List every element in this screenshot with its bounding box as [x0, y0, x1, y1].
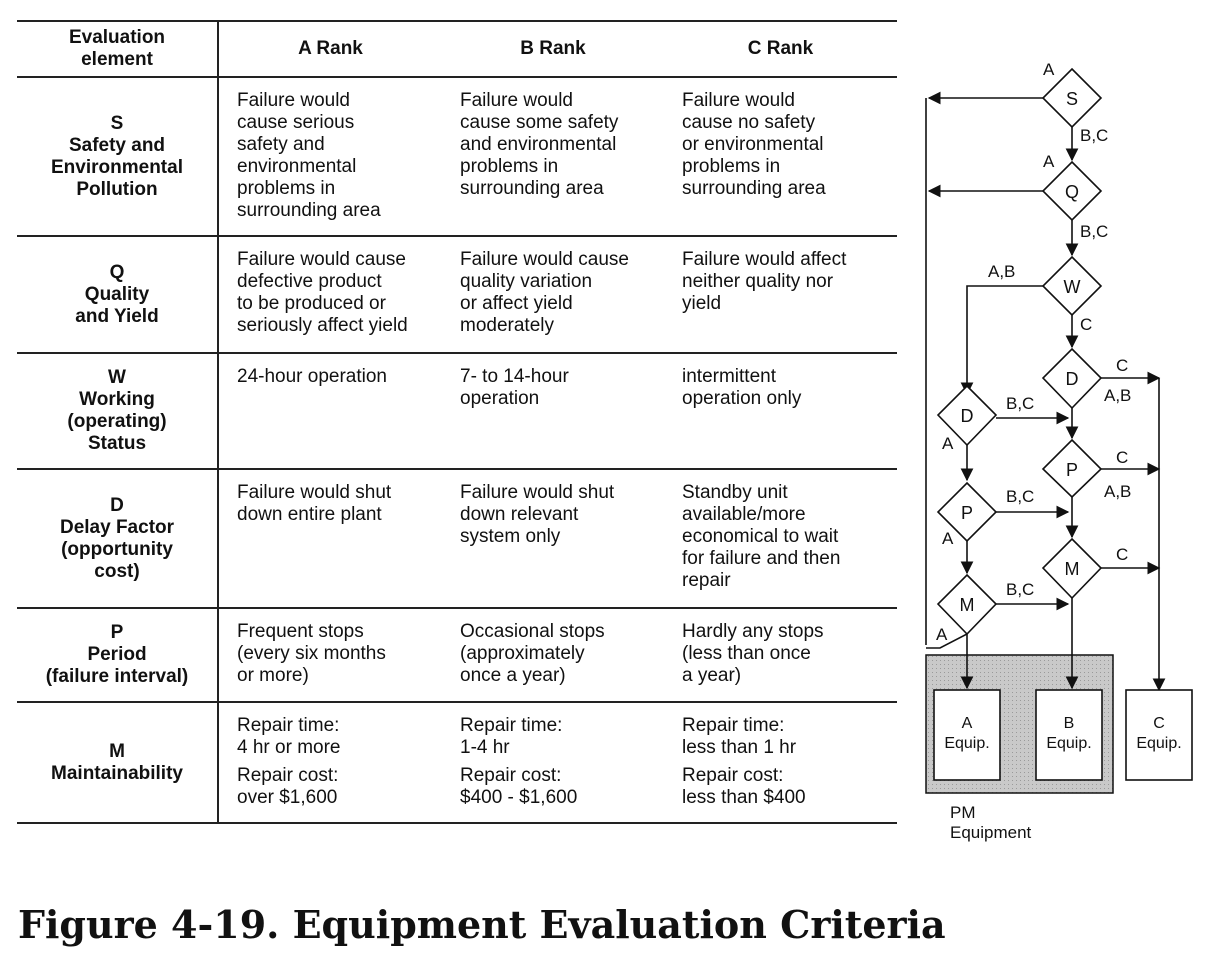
cell-safety-a: Failure would cause serious safety and e… — [237, 90, 381, 221]
cell-safety-b: Failure would cause some safety and envi… — [460, 90, 619, 199]
node-d-left-label: D — [961, 406, 974, 426]
element-name: Maintainability — [51, 762, 183, 784]
decision-p-left-diamond — [936, 481, 998, 543]
edge-label-s-a: A — [1043, 60, 1055, 79]
repair-time: Repair time: 1-4 hr — [460, 715, 563, 758]
element-safety: S Safety and Environmental Pollution — [17, 77, 219, 236]
a-equipment-box — [933, 689, 1001, 781]
cell-period-b: Occasional stops (approximately once a y… — [460, 621, 605, 686]
b-equipment-box — [1035, 689, 1103, 781]
node-q-label: Q — [1065, 182, 1079, 202]
figure-caption: Figure 4-19. Equipment Evaluation Criter… — [18, 902, 946, 947]
element-code: S — [110, 112, 124, 134]
cell-maintainability-c: Repair time: less than 1 hr Repair cost:… — [664, 702, 897, 823]
element-code: M — [109, 740, 125, 762]
edge-label-dr-ab: A,B — [1104, 386, 1131, 405]
repair-cost: Repair cost: over $1,600 — [237, 765, 339, 808]
evaluation-flowchart: S Q W D D P P M M A B,C A B,C A,B C C A,… — [925, 60, 1193, 842]
decision-q-diamond — [1041, 160, 1103, 222]
repair-time: Repair time: less than 1 hr — [682, 715, 797, 758]
cell-maintainability-b: Repair time: 1-4 hr Repair cost: $400 - … — [442, 702, 664, 823]
element-name: Quality and Yield — [75, 283, 159, 327]
decision-d-left-diamond — [936, 384, 998, 447]
element-name: Period (failure interval) — [45, 644, 189, 687]
cell-delay-b: Failure would shut down relevant system … — [460, 482, 615, 547]
node-p-left-label: P — [961, 503, 973, 523]
row-delay: D Delay Factor (opportunity cost) Failur… — [17, 469, 897, 608]
cell-delay-a: Failure would shut down entire plant — [237, 482, 392, 525]
node-m-left-label: M — [960, 595, 975, 615]
edge-label-mr-c: C — [1116, 545, 1128, 564]
row-working: W Working (operating) Status 24-hour ope… — [17, 353, 897, 469]
edge-label-pl-a: A — [942, 529, 954, 548]
element-code: Q — [109, 261, 125, 283]
edge-label-pl-bc: B,C — [1006, 487, 1034, 506]
repair-cost: Repair cost: less than $400 — [682, 765, 806, 808]
cell-quality-b: Failure would cause quality variation or… — [460, 249, 629, 336]
decision-m-left-diamond — [936, 573, 998, 636]
header-row: Evaluation element A Rank B Rank C Rank — [17, 20, 897, 78]
edge-label-q-a: A — [1043, 152, 1055, 171]
flow-connectors — [925, 91, 1166, 692]
decision-w-diamond — [1041, 255, 1103, 317]
edge-label-pr-ab: A,B — [1104, 482, 1131, 501]
edge-label-w-ab: A,B — [988, 262, 1015, 281]
element-name: Delay Factor (opportunity cost) — [59, 516, 175, 582]
element-code: W — [108, 367, 126, 388]
edge-label-ml-a: A — [936, 625, 948, 644]
header-c-rank: C Rank — [664, 20, 897, 78]
cell-working-b: 7- to 14-hour operation — [460, 366, 569, 409]
header-a-rank: A Rank — [218, 20, 442, 78]
cell-period-a: Frequent stops (every six months or more… — [237, 621, 386, 686]
element-name: Safety and Environmental Pollution — [51, 134, 183, 200]
node-w-label: W — [1064, 277, 1081, 297]
element-maintainability: M Maintainability — [17, 702, 219, 823]
decision-s-diamond — [1041, 67, 1103, 129]
c-equipment-box — [1125, 689, 1193, 781]
row-quality: Q Quality and Yield Failure would cause … — [17, 236, 897, 353]
header-b-rank: B Rank — [442, 20, 664, 78]
cell-safety-c: Failure would cause no safety or environ… — [682, 90, 826, 199]
element-name: Working (operating) Status — [67, 389, 167, 454]
element-quality: Q Quality and Yield — [17, 236, 219, 353]
cell-quality-a: Failure would cause defective product to… — [237, 249, 408, 336]
edge-label-dl-a: A — [942, 434, 954, 453]
element-working: W Working (operating) Status — [17, 353, 219, 469]
cell-delay-c: Standby unit available/more economical t… — [682, 482, 841, 591]
decision-m-right-diamond — [1041, 537, 1103, 600]
node-s-label: S — [1066, 89, 1078, 109]
cell-working-c: intermittent operation only — [682, 366, 802, 409]
node-m-right-label: M — [1065, 559, 1080, 579]
row-safety: S Safety and Environmental Pollution Fai… — [17, 77, 897, 236]
edge-label-dr-c: C — [1116, 356, 1128, 375]
row-maintainability: M Maintainability Repair time: 4 hr or m… — [17, 702, 897, 823]
header-evaluation-element: Evaluation element — [17, 20, 219, 78]
element-code: D — [110, 494, 124, 516]
cell-period-c: Hardly any stops (less than once a year) — [682, 621, 824, 686]
edge-label-s-bc: B,C — [1080, 126, 1108, 145]
cell-working-a: 24-hour operation — [237, 366, 387, 387]
edge-label-pr-c: C — [1116, 448, 1128, 467]
decision-d-right-diamond — [1041, 347, 1103, 410]
element-delay: D Delay Factor (opportunity cost) — [17, 469, 219, 608]
edge-label-w-c: C — [1080, 315, 1092, 334]
edge-label-dl-bc: B,C — [1006, 394, 1034, 413]
edge-label-ml-bc: B,C — [1006, 580, 1034, 599]
repair-cost: Repair cost: $400 - $1,600 — [460, 765, 578, 808]
evaluation-criteria-table: Evaluation element A Rank B Rank C Rank … — [17, 20, 897, 824]
repair-time: Repair time: 4 hr or more — [237, 715, 341, 758]
edge-label-q-bc: B,C — [1080, 222, 1108, 241]
node-d-right-label: D — [1066, 369, 1079, 389]
cell-maintainability-a: Repair time: 4 hr or more Repair cost: o… — [218, 702, 442, 823]
element-code: P — [110, 622, 124, 643]
node-p-right-label: P — [1066, 460, 1078, 480]
cell-quality-c: Failure would affect neither quality nor… — [682, 249, 847, 314]
row-period: P Period (failure interval) Frequent sto… — [17, 608, 897, 702]
element-period: P Period (failure interval) — [17, 608, 219, 702]
decision-p-right-diamond — [1041, 438, 1103, 499]
